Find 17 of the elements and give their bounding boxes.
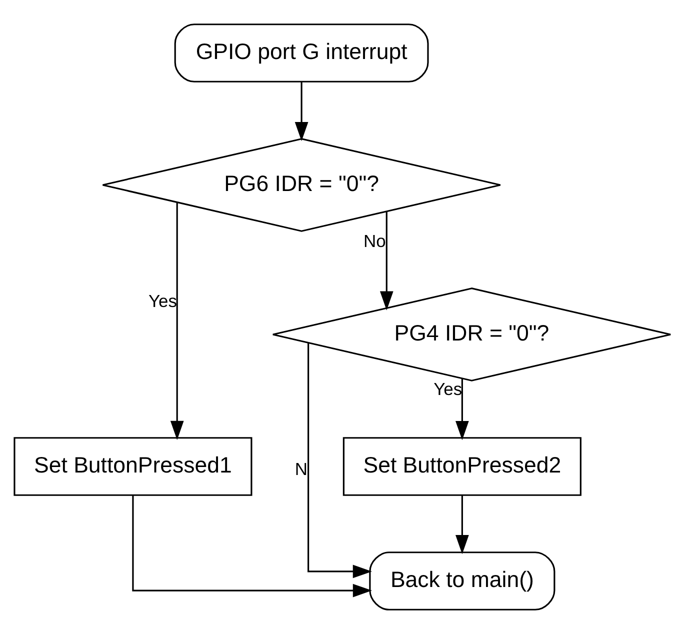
- edge-label: No: [364, 230, 386, 251]
- arrow: [380, 212, 394, 310]
- node-diamond: PG4 IDR = "0"?: [272, 288, 672, 382]
- arrow: [308, 342, 372, 578]
- node-box: Back to main(): [369, 552, 556, 610]
- node-box: Set ButtonPressed1: [14, 437, 252, 496]
- edge-label: Yes: [434, 379, 462, 400]
- edge-label: N: [294, 458, 308, 479]
- node-box: GPIO port G interrupt: [174, 24, 429, 82]
- arrow: [456, 378, 469, 440]
- edge-label: Yes: [148, 291, 178, 312]
- arrow: [456, 495, 469, 554]
- node-box: Set ButtonPressed2: [342, 437, 582, 496]
- node-diamond: PG6 IDR = "0"?: [102, 138, 502, 232]
- arrow: [294, 82, 308, 142]
- arrow: [170, 202, 184, 440]
- arrow: [132, 495, 372, 598]
